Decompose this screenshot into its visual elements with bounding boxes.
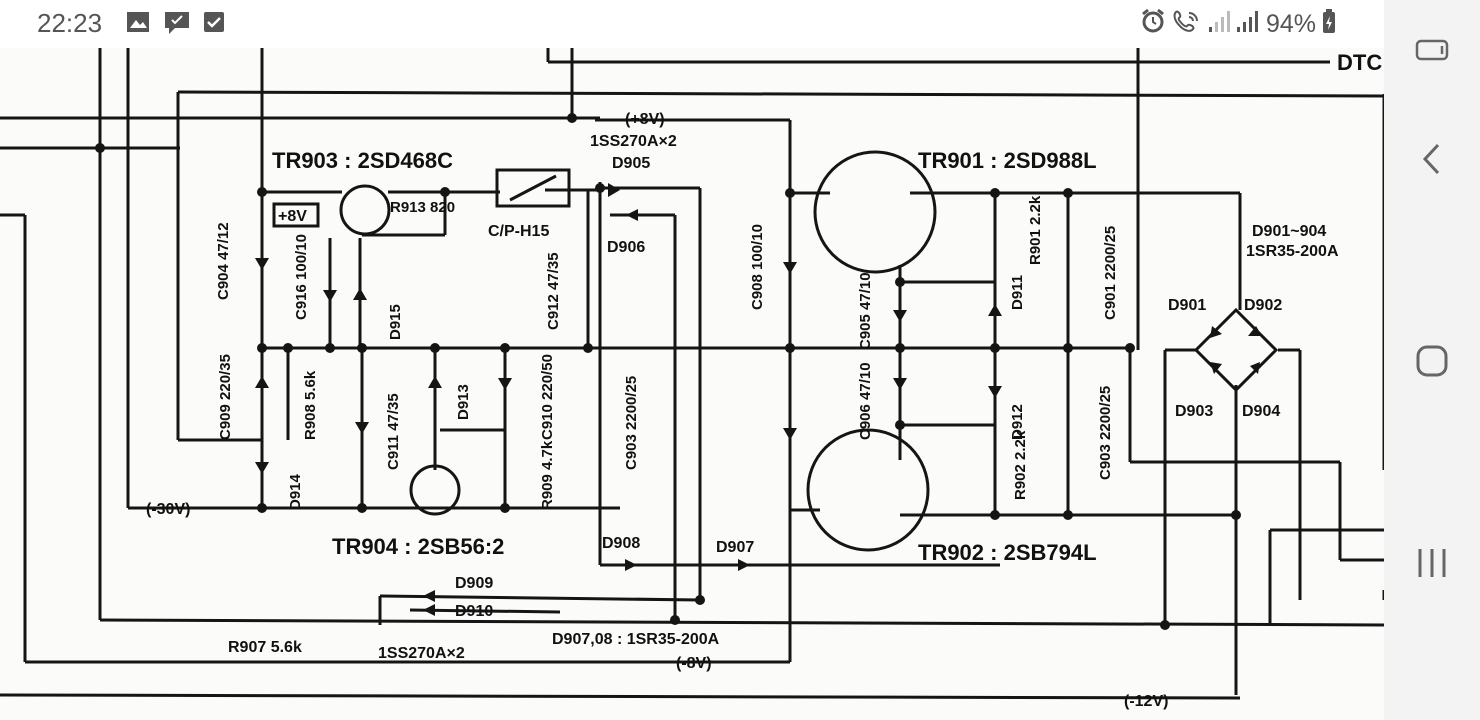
label-dtc: DTC [1337, 50, 1382, 75]
label-minus8v: (-8V) [676, 655, 712, 672]
label-d907-08-part: D907,08 : 1SR35-200A [552, 631, 720, 648]
alarm-icon [1140, 8, 1166, 41]
battery-charging-icon [1322, 8, 1336, 41]
image-viewer[interactable]: DTC (+8V) TR903 : 2SD468C TR901 : 2SD988… [0, 48, 1384, 720]
label-d915: D915 [387, 304, 404, 340]
label-c912: C912 47/35 [545, 252, 562, 330]
label-c901: C901 2200/25 [1102, 226, 1119, 320]
label-d914: D914 [287, 473, 304, 510]
label-d904: D904 [1242, 403, 1280, 420]
status-bar: 22:23 94% [0, 0, 1384, 48]
status-time: 22:23 [37, 8, 103, 38]
label-tr903: TR903 : 2SD468C [272, 148, 453, 173]
label-d908: D908 [602, 535, 640, 552]
label-c906: C906 47/10 [857, 362, 874, 440]
checkbox-notification-icon [203, 11, 225, 38]
message-notification-icon [164, 11, 190, 40]
transistor-symbols [272, 150, 1279, 552]
battery-percent: 94% [1265, 10, 1316, 38]
label-plus8v: (+8V) [625, 111, 665, 128]
label-c913: C903 2200/25 [623, 376, 640, 470]
schematic-image: DTC (+8V) TR903 : 2SD468C TR901 : 2SD988… [0, 48, 1384, 710]
label-minus12v: (-12V) [1124, 693, 1168, 710]
back-button[interactable] [1384, 124, 1480, 194]
label-d911: D911 [1009, 275, 1026, 310]
home-icon [1416, 345, 1448, 377]
signal-icon-2 [1236, 9, 1260, 40]
overview-icon [1418, 549, 1446, 577]
label-d912: D912 [1009, 404, 1026, 440]
label-d910: D910 [455, 603, 493, 620]
label-r901: R901 2.2k [1027, 195, 1044, 265]
label-c909: C909 220/35 [217, 354, 234, 440]
label-d902: D902 [1244, 297, 1282, 314]
junction-dots [95, 113, 1262, 630]
label-c904: C904 47/12 [215, 222, 232, 300]
label-r913: R913 820 [390, 199, 455, 216]
navigation-bar [1384, 0, 1480, 720]
label-c905: C905 47/10 [857, 272, 874, 350]
signal-icon [1208, 9, 1230, 40]
label-d906: D906 [607, 239, 645, 256]
label-r907: R907 5.6k [228, 639, 302, 656]
status-right-group: 94% [1140, 8, 1336, 41]
label-tr902: TR902 : 2SB794L [918, 540, 1097, 565]
back-chevron-icon [1422, 143, 1440, 175]
label-r908: R908 5.6k [302, 370, 319, 440]
wires [0, 48, 1384, 700]
label-c916: C916 100/10 [293, 234, 310, 320]
label-d903: D903 [1175, 403, 1213, 420]
label-d905: D905 [612, 155, 650, 172]
label-r902: R902 2.2k [1012, 430, 1029, 500]
label-c910: C910 220/50 [539, 354, 556, 440]
label-d913: D913 [455, 384, 472, 420]
label-tr904: TR904 : 2SB56:2 [332, 534, 504, 559]
label-c903: C903 2200/25 [1097, 386, 1114, 480]
label-bridge-range: D901~904 [1252, 223, 1326, 240]
label-d909-part: 1SS270A×2 [378, 645, 465, 662]
label-d909: D909 [455, 575, 493, 592]
label-c911: C911 47/35 [385, 393, 402, 470]
rotate-screen-icon [1415, 39, 1449, 61]
label-relay: C/P-H15 [488, 223, 549, 240]
home-button[interactable] [1384, 326, 1480, 396]
label-r909: R909 4.7k [539, 440, 556, 510]
label-d905-part: 1SS270A×2 [590, 133, 677, 150]
wifi-calling-icon [1172, 8, 1202, 41]
label-bridge-part: 1SR35-200A [1246, 243, 1339, 260]
label-tr901: TR901 : 2SD988L [918, 148, 1097, 173]
label-d907: D907 [716, 539, 754, 556]
label-minus30v: (-30V) [146, 501, 190, 518]
label-c908: C908 100/10 [749, 224, 766, 310]
overview-button[interactable] [1384, 528, 1480, 598]
image-notification-icon [126, 11, 150, 38]
recents-button[interactable] [1384, 14, 1480, 84]
label-d901: D901 [1168, 297, 1206, 314]
label-box-plus8: +8V [278, 208, 307, 225]
